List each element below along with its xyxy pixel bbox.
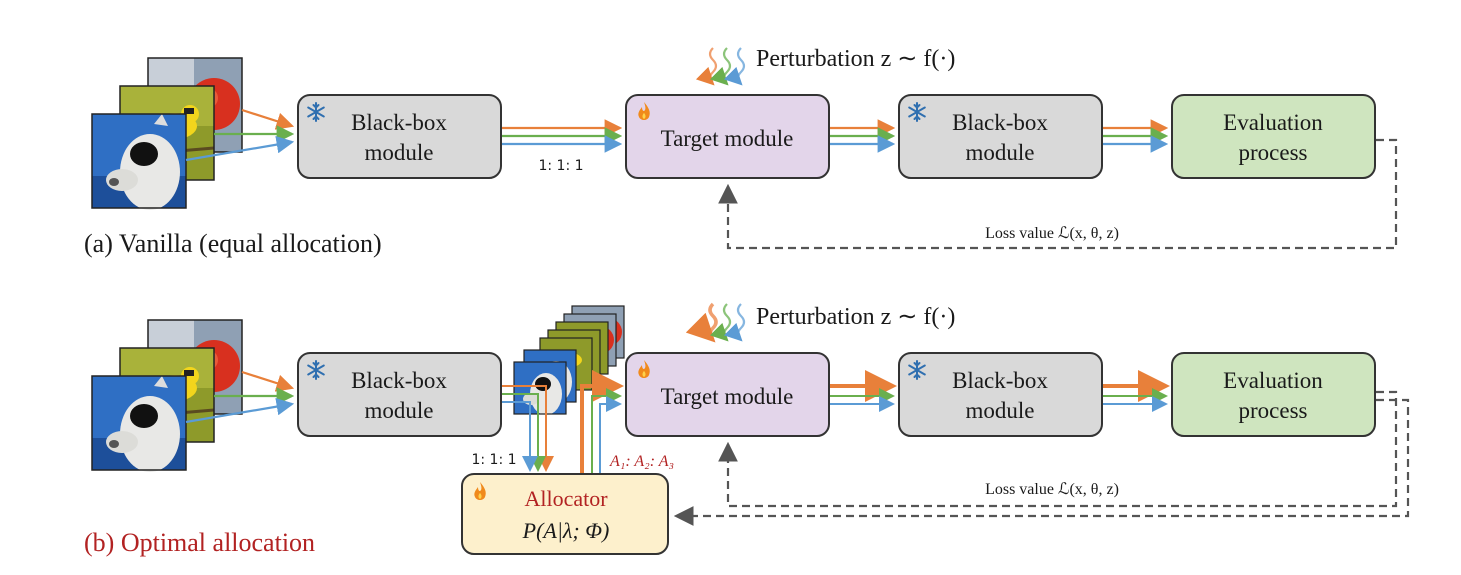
ratio-bottom: 1: 1: 1 — [471, 452, 516, 468]
target-bottom-label: Target module — [661, 384, 794, 409]
sample-stack — [513, 305, 625, 416]
loss-bottom-label: Loss value ℒ(x, θ, z) — [985, 481, 1119, 498]
allocator-box: Allocator P(A|λ; Φ) — [461, 473, 669, 555]
flow-arrows-bottom-2 — [830, 370, 897, 412]
flow-arrows-top-1 — [502, 119, 623, 153]
loss-feedback-bottom-allocator — [673, 398, 1410, 526]
alloc-ratio-label: A₁: A₂: A₃ — [609, 453, 674, 470]
blackbox-module-2-top: Black-box module — [898, 94, 1103, 179]
blackbox-module-1-top: Black-box module — [297, 94, 502, 179]
allocator-title: Allocator — [524, 486, 608, 511]
loss-feedback-top — [718, 138, 1398, 250]
perturbation-waves-bottom — [685, 302, 746, 343]
flow-arrows-bottom-3 — [1103, 370, 1170, 412]
caption-a: (a) Vanilla (equal allocation) — [84, 229, 382, 258]
blackbox-1-bottom-label-1: Black-box — [351, 368, 447, 393]
flow-arrows-bottom-to-allocator — [502, 385, 554, 472]
flow-arrows-top-3 — [1103, 119, 1169, 153]
blackbox-2-top-label-2: module — [966, 140, 1035, 165]
target-module-top: Target module — [625, 94, 830, 179]
eval-top-label-1: Evaluation — [1223, 110, 1323, 135]
caption-b: (b) Optimal allocation — [84, 528, 315, 557]
flow-arrows-top-2 — [830, 119, 896, 153]
input-arrows-bottom — [185, 370, 295, 424]
blackbox-1-top-label-1: Black-box — [351, 110, 447, 135]
blackbox-2-bottom-label-1: Black-box — [952, 368, 1048, 393]
target-top-label: Target module — [661, 126, 794, 151]
eval-top-label-2: process — [1239, 140, 1308, 165]
ratio-top: 1: 1: 1 — [538, 158, 583, 174]
loss-feedback-bottom-target — [718, 390, 1398, 508]
flow-arrows-allocator-to-target — [580, 370, 624, 474]
eval-bottom-label-2: process — [1239, 398, 1308, 423]
blackbox-module-1-bottom: Black-box module — [297, 352, 502, 437]
perturbation-bottom-label: Perturbation z ∼ f(·) — [756, 304, 955, 330]
blackbox-1-bottom-label-2: module — [365, 398, 434, 423]
evaluation-process-bottom: Evaluation process — [1171, 352, 1376, 437]
perturbation-top-label: Perturbation z ∼ f(·) — [756, 46, 955, 72]
loss-top-label: Loss value ℒ(x, θ, z) — [985, 225, 1119, 242]
eval-bottom-label-1: Evaluation — [1223, 368, 1323, 393]
target-module-bottom: Target module — [625, 352, 830, 437]
input-arrows-top — [185, 108, 295, 162]
blackbox-2-bottom-label-2: module — [966, 398, 1035, 423]
blackbox-1-top-label-2: module — [365, 140, 434, 165]
allocator-formula: P(A|λ; Φ) — [522, 518, 610, 543]
blackbox-2-top-label-1: Black-box — [952, 110, 1048, 135]
perturbation-waves-top — [695, 47, 746, 86]
blackbox-module-2-bottom: Black-box module — [898, 352, 1103, 437]
evaluation-process-top: Evaluation process — [1171, 94, 1376, 179]
